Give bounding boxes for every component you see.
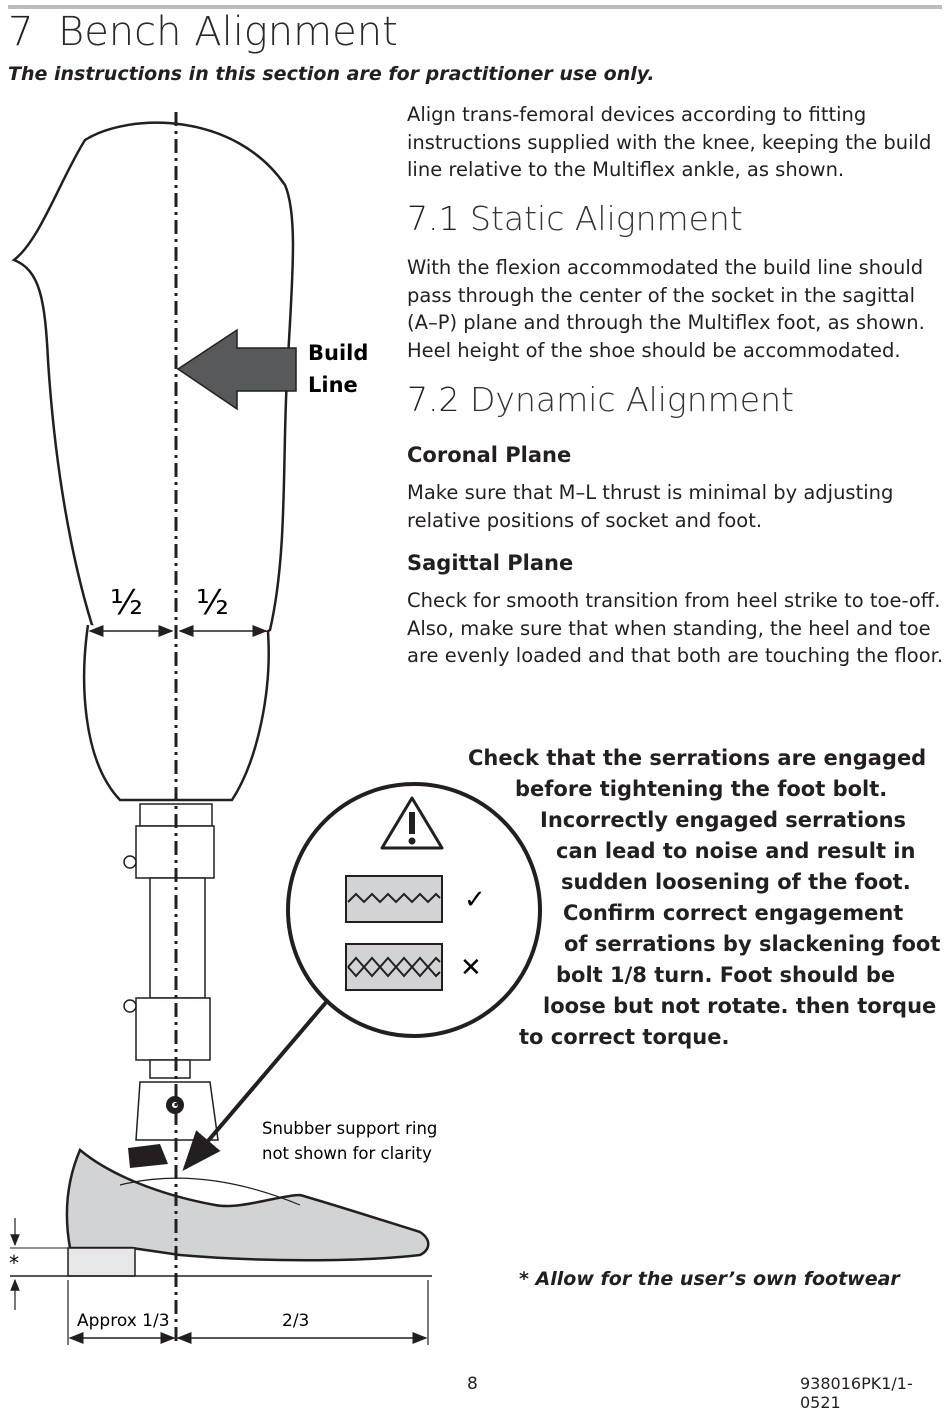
cross-mark-icon: ✕ — [460, 953, 482, 983]
coronal-plane-heading: Coronal Plane — [407, 443, 572, 467]
document-code: 938016PK1/1-0521 — [800, 1374, 913, 1412]
page-number: 8 — [467, 1374, 478, 1394]
line-label: Line — [308, 373, 358, 397]
section-number: 7 — [8, 9, 34, 55]
warning-line: sudden loosening of the foot. — [561, 870, 911, 894]
warning-line: bolt 1/8 turn. Foot should be — [556, 963, 896, 987]
warning-line: before tightening the foot bolt. — [515, 777, 888, 801]
coronal-plane-body: Make sure that M–L thrust is minimal by … — [407, 481, 894, 532]
static-alignment-number: 7.1 — [407, 199, 460, 238]
snubber-note-line-1: Snubber support ring — [262, 1119, 437, 1138]
warning-line: Incorrectly engaged serrations — [540, 808, 907, 832]
heel-block — [67, 1247, 136, 1277]
check-mark-icon: ✓ — [464, 885, 486, 915]
dynamic-alignment-number: 7.2 — [407, 380, 460, 419]
warning-line: loose but not rotate. then torque — [543, 994, 937, 1018]
footwear-note: * Allow for the user’s own footwear — [519, 1268, 900, 1290]
warning-line: Confirm correct engagement — [563, 901, 904, 925]
correct-serration-icon — [345, 875, 443, 923]
incorrect-serration-icon — [345, 943, 443, 991]
half-left-label: ½ — [110, 583, 143, 623]
sagittal-plane-heading: Sagittal Plane — [407, 551, 574, 575]
magnifier-pointer — [182, 998, 330, 1172]
build-label: Build — [308, 341, 368, 365]
shoe-outline — [65, 1147, 430, 1262]
static-alignment-title: Static Alignment — [470, 199, 743, 238]
intro-paragraph: Align trans-femoral devices according to… — [407, 103, 932, 181]
sagittal-plane-body: Check for smooth transition from heel st… — [407, 589, 944, 667]
warning-line: can lead to noise and result in — [556, 839, 916, 863]
static-alignment-body: With the flexion accommodated the build … — [407, 256, 925, 362]
prosthesis-alignment-diagram: * Build Line ½ ½ Approx 1/3 2/3 Snubber … — [9, 112, 437, 1345]
warning-line: of serrations by slackening foot — [564, 932, 941, 956]
heel-height-marker: * — [9, 1251, 19, 1275]
serration-magnifier: ✓ ✕ — [286, 782, 542, 1038]
section-subtitle: The instructions in this section are for… — [8, 63, 655, 85]
two-thirds-label: 2/3 — [282, 1311, 309, 1331]
half-right-label: ½ — [196, 583, 229, 623]
dynamic-alignment-title: Dynamic Alignment — [470, 380, 794, 419]
warning-line: Check that the serrations are engaged — [468, 746, 927, 770]
warning-line: to correct torque. — [519, 1025, 730, 1049]
top-rule — [8, 5, 942, 9]
serration-warning: Check that the serrations are engaged be… — [455, 743, 941, 1053]
approx-third-label: Approx 1/3 — [77, 1311, 170, 1331]
build-line-arrow — [176, 328, 297, 411]
section-title: Bench Alignment — [58, 9, 398, 55]
snubber-note-line-2: not shown for clarity — [262, 1144, 432, 1163]
